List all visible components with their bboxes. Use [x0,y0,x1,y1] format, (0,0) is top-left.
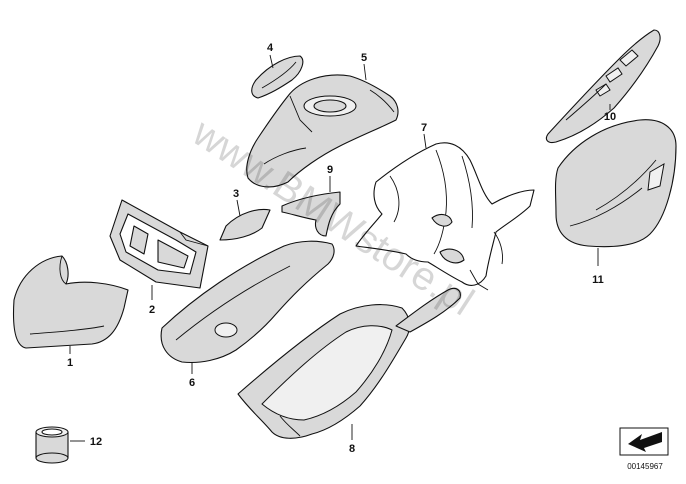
part-1-front-cover[interactable] [12,255,129,349]
callout-8[interactable]: 8 [349,443,355,455]
callout-2[interactable]: 2 [149,304,155,316]
part-5-tank-cover[interactable] [246,74,399,188]
callout-11[interactable]: 11 [592,274,604,286]
part-12-tape-roll[interactable] [35,426,69,464]
part-4-small-cover[interactable] [251,55,304,99]
leader-3 [236,199,241,217]
callout-5[interactable]: 5 [361,52,367,64]
part-11-side-bag[interactable] [554,119,677,248]
callout-7[interactable]: 7 [421,122,427,134]
callout-3[interactable]: 3 [233,188,239,200]
part-2-headlight-frame[interactable] [109,199,209,289]
part-9-bracket[interactable] [281,191,341,237]
callout-4[interactable]: 4 [267,42,274,54]
callout-12[interactable]: 12 [90,436,102,448]
leader-5 [363,63,367,81]
leader-7 [423,133,427,149]
leader-4 [269,54,274,69]
reference-box [619,427,669,456]
part-7-side-panel[interactable] [355,142,535,291]
callout-6[interactable]: 6 [189,377,195,389]
reference-number: 00145967 [627,462,663,471]
part-3-trim-piece[interactable] [219,208,271,241]
part-8-lower-side-panel[interactable] [237,287,461,439]
callout-1[interactable]: 1 [67,357,73,369]
part-6-large-side-panel[interactable] [160,240,335,364]
part-10-rear-trim[interactable] [545,29,661,144]
callout-9[interactable]: 9 [327,164,333,176]
callout-10[interactable]: 10 [604,111,616,123]
arrow-symbol-icon [628,432,662,452]
